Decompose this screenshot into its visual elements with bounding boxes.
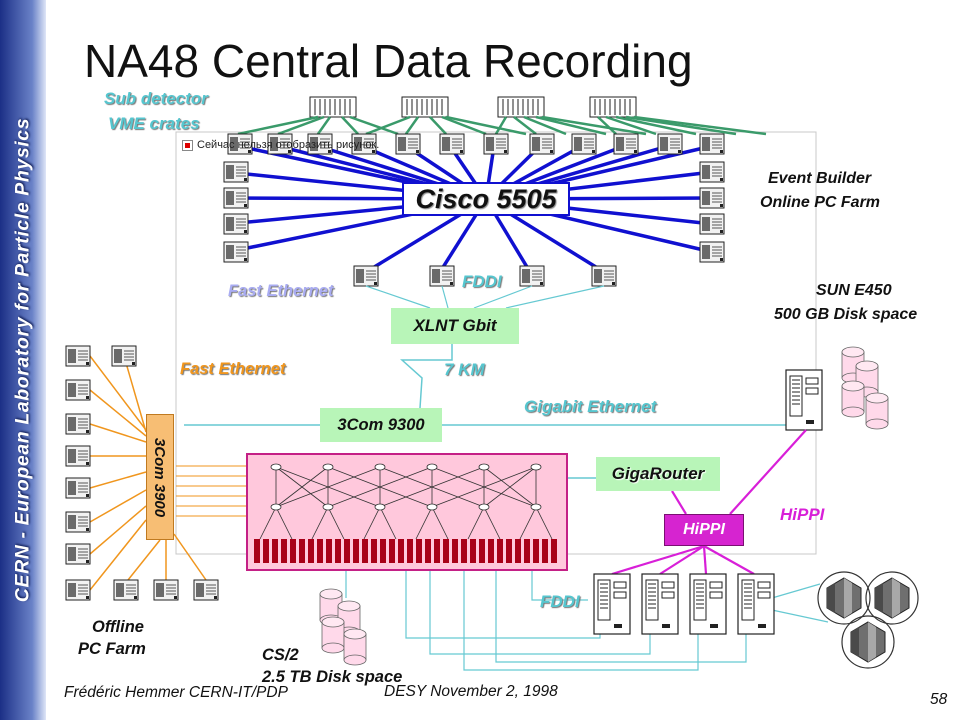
hippi-label: HiPPI bbox=[780, 505, 825, 524]
data-servers bbox=[593, 573, 775, 635]
pc-tower-icon bbox=[591, 265, 617, 287]
pc-tower-icon bbox=[699, 241, 725, 263]
pc-tower-icon bbox=[65, 413, 91, 435]
hippi-switch: HiPPI bbox=[664, 514, 744, 546]
pc-tower-icon bbox=[223, 241, 249, 263]
sub-detector-label: Sub detector bbox=[104, 89, 208, 108]
server-icon bbox=[593, 573, 631, 635]
pc-tower-icon bbox=[483, 133, 509, 155]
gigarouter-box: GigaRouter bbox=[596, 457, 720, 491]
tape-robots bbox=[817, 571, 919, 669]
pc-tower-icon bbox=[65, 445, 91, 467]
server-icon bbox=[641, 573, 679, 635]
disk-cylinder-icon bbox=[321, 616, 345, 654]
fddi-label-bottom: FDDI bbox=[540, 592, 580, 611]
pc-tower-icon bbox=[223, 161, 249, 183]
pc-tower-icon bbox=[529, 133, 555, 155]
sun-e450-label: SUN E450 bbox=[816, 282, 892, 299]
server-icon bbox=[689, 573, 727, 635]
vme-crate-icon bbox=[309, 96, 357, 118]
pc-tower-icon bbox=[223, 187, 249, 209]
vme-crate-icon bbox=[401, 96, 449, 118]
gigabit-ethernet-label: Gigabit Ethernet bbox=[524, 397, 657, 416]
event-builder-label: Event Builder bbox=[768, 170, 872, 187]
pc-tower-icon bbox=[65, 477, 91, 499]
vme-crates bbox=[309, 96, 637, 118]
seven-km-label: 7 KM bbox=[444, 360, 485, 379]
cs2-disk-label: 2.5 TB Disk space bbox=[262, 668, 403, 686]
offline-label: Offline bbox=[92, 618, 144, 636]
pc-tower-icon bbox=[571, 133, 597, 155]
pc-tower-icon bbox=[657, 133, 683, 155]
pc-tower-icon bbox=[429, 265, 455, 287]
pc-tower-icon bbox=[699, 187, 725, 209]
server-icon bbox=[737, 573, 775, 635]
sidebar-banner: CERN - European Laboratory for Particle … bbox=[0, 0, 46, 720]
server-icon bbox=[785, 369, 823, 431]
switch-mesh bbox=[254, 463, 557, 563]
pc-tower-icon bbox=[113, 579, 139, 601]
sun-e450 bbox=[785, 346, 889, 431]
3com-9300-switch: 3Com 9300 bbox=[320, 408, 442, 442]
offline-pc-farm-label: PC Farm bbox=[78, 640, 146, 658]
3com-3900-switch: 3Com 3900 bbox=[146, 414, 174, 540]
broken-image-placeholder: Сейчас нельзя отобразить рисунок. bbox=[182, 136, 432, 154]
pc-tower-icon bbox=[439, 133, 465, 155]
pc-tower-icon bbox=[353, 265, 379, 287]
disk-cylinder-icon bbox=[343, 628, 367, 666]
pc-tower-icon bbox=[699, 213, 725, 235]
vme-crate-icon bbox=[589, 96, 637, 118]
pc-tower-icon bbox=[65, 579, 91, 601]
footer-author: Frédéric Hemmer CERN-IT/PDP bbox=[64, 684, 288, 701]
pc-tower-icon bbox=[65, 511, 91, 533]
pc-tower-icon bbox=[153, 579, 179, 601]
pc-tower-icon bbox=[613, 133, 639, 155]
fast-ethernet-label-left: Fast Ethernet bbox=[180, 360, 286, 378]
tape-robot-icon bbox=[841, 615, 895, 669]
pc-tower-icon bbox=[65, 379, 91, 401]
pc-tower-icon bbox=[519, 265, 545, 287]
switch-uplinks bbox=[176, 465, 246, 517]
hippi-link-sun bbox=[729, 429, 807, 515]
3com-3900-label: 3Com 3900 bbox=[151, 437, 169, 517]
sun-disk-label: 500 GB Disk space bbox=[774, 306, 918, 323]
seven-km-link bbox=[400, 344, 453, 409]
pc-tower-icon bbox=[223, 213, 249, 235]
fddi-links-top bbox=[365, 285, 605, 309]
online-pc-farm-label: Online PC Farm bbox=[760, 194, 881, 211]
disk-cylinder-icon bbox=[841, 380, 865, 418]
pc-tower-icon bbox=[193, 579, 219, 601]
hippi-links-servers bbox=[611, 544, 755, 576]
pc-tower-icon bbox=[111, 345, 137, 367]
pc-tower-icon bbox=[65, 345, 91, 367]
slide-title: NA48 Central Data Recording bbox=[84, 35, 693, 87]
fddi-label-top: FDDI bbox=[462, 272, 502, 291]
page-number: 58 bbox=[930, 691, 948, 708]
footer-date: DESY November 2, 1998 bbox=[384, 683, 558, 700]
fddi-links-bottom bbox=[405, 571, 829, 671]
vme-links bbox=[237, 115, 767, 136]
switch-fabric bbox=[246, 453, 568, 571]
cisco-5505-switch: Cisco 5505 bbox=[402, 182, 570, 216]
offline-fast-ethernet-links bbox=[89, 355, 207, 591]
fast-ethernet-label-top: Fast Ethernet bbox=[228, 282, 334, 300]
cs2-label: CS/2 bbox=[262, 646, 299, 664]
cs2-disks bbox=[319, 588, 367, 666]
disk-cylinder-icon bbox=[865, 392, 889, 430]
xlnt-gbit-switch: XLNT Gbit bbox=[391, 308, 519, 344]
vme-crates-label: VME crates bbox=[108, 114, 200, 133]
broken-image-text: Сейчас нельзя отобразить рисунок. bbox=[197, 139, 380, 151]
pc-tower-icon bbox=[699, 133, 725, 155]
broken-image-icon bbox=[182, 139, 193, 151]
pc-tower-icon bbox=[65, 543, 91, 565]
vme-crate-icon bbox=[497, 96, 545, 118]
pc-tower-icon bbox=[699, 161, 725, 183]
